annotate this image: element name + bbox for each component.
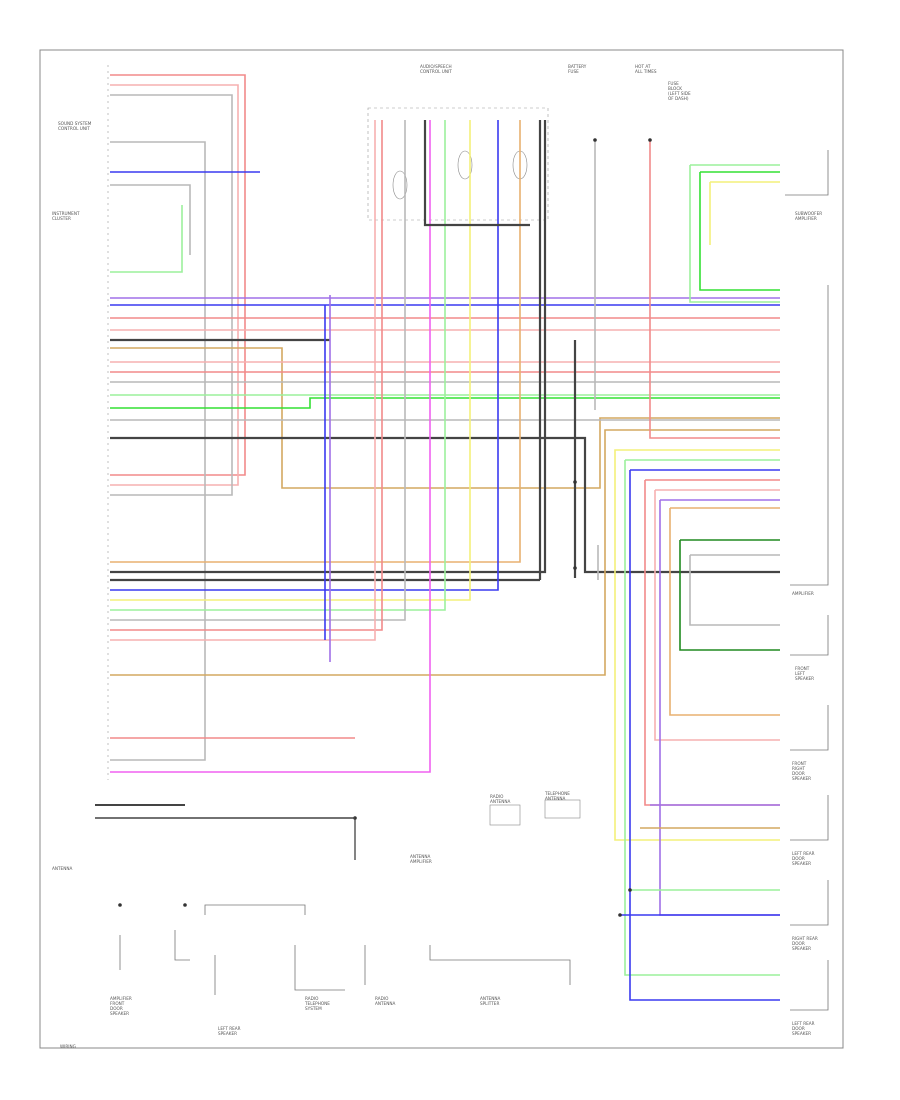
- wire-purple: [659, 499, 780, 916]
- wire-gray: [110, 184, 191, 255]
- wire-red: [110, 120, 383, 631]
- splice-dot: [183, 903, 187, 907]
- wire-orange: [669, 507, 780, 716]
- wire-dark: [110, 120, 547, 574]
- wire-red: [110, 74, 246, 476]
- wire-pink: [110, 120, 376, 641]
- wire-red: [649, 140, 780, 439]
- wire-magenta: [110, 120, 431, 773]
- wire-tan: [110, 347, 780, 489]
- splice-dot: [593, 138, 597, 142]
- splice-dot: [118, 903, 122, 907]
- wire-gray: [110, 141, 206, 761]
- label-antenna: ANTENNA: [52, 866, 72, 871]
- wire-lightgreen: [110, 120, 446, 611]
- wire-orange: [110, 120, 521, 563]
- wire-tan: [110, 429, 780, 676]
- label-amplifier: AMPLIFIER: [792, 591, 814, 596]
- wire-dark: [423, 120, 530, 227]
- wire-lightgreen: [689, 164, 780, 303]
- wire-gray: [689, 554, 780, 626]
- splice-dot: [648, 138, 652, 142]
- wire-blue: [110, 120, 499, 591]
- splice-dot: [573, 480, 577, 484]
- wire-pink: [654, 489, 780, 741]
- audio-control-unit: [367, 107, 549, 221]
- wire-pink: [110, 84, 239, 486]
- wire-lightgreen: [110, 205, 183, 273]
- wire-group: [110, 74, 780, 1001]
- diagram-frame: [39, 49, 844, 1049]
- wire-lightgreen: [624, 459, 780, 976]
- splice-dot: [618, 913, 622, 917]
- wire-green: [699, 171, 780, 291]
- splice-points: [118, 138, 652, 917]
- wire-dark: [110, 436, 780, 574]
- splice-dot: [573, 566, 577, 570]
- wire-gray: [110, 120, 406, 621]
- wire-darkgreen: [679, 539, 780, 651]
- right-components: [785, 150, 829, 1011]
- wire-yellow: [709, 181, 780, 245]
- wire-red: [644, 479, 780, 806]
- bottom-components: [95, 799, 581, 995]
- label-ground: WIRING: [60, 1044, 76, 1049]
- wire-yellow: [614, 449, 780, 841]
- wire-yellow: [110, 120, 471, 601]
- wire-gray: [110, 94, 233, 496]
- splice-dot: [628, 888, 632, 892]
- wire-blue: [629, 469, 780, 1001]
